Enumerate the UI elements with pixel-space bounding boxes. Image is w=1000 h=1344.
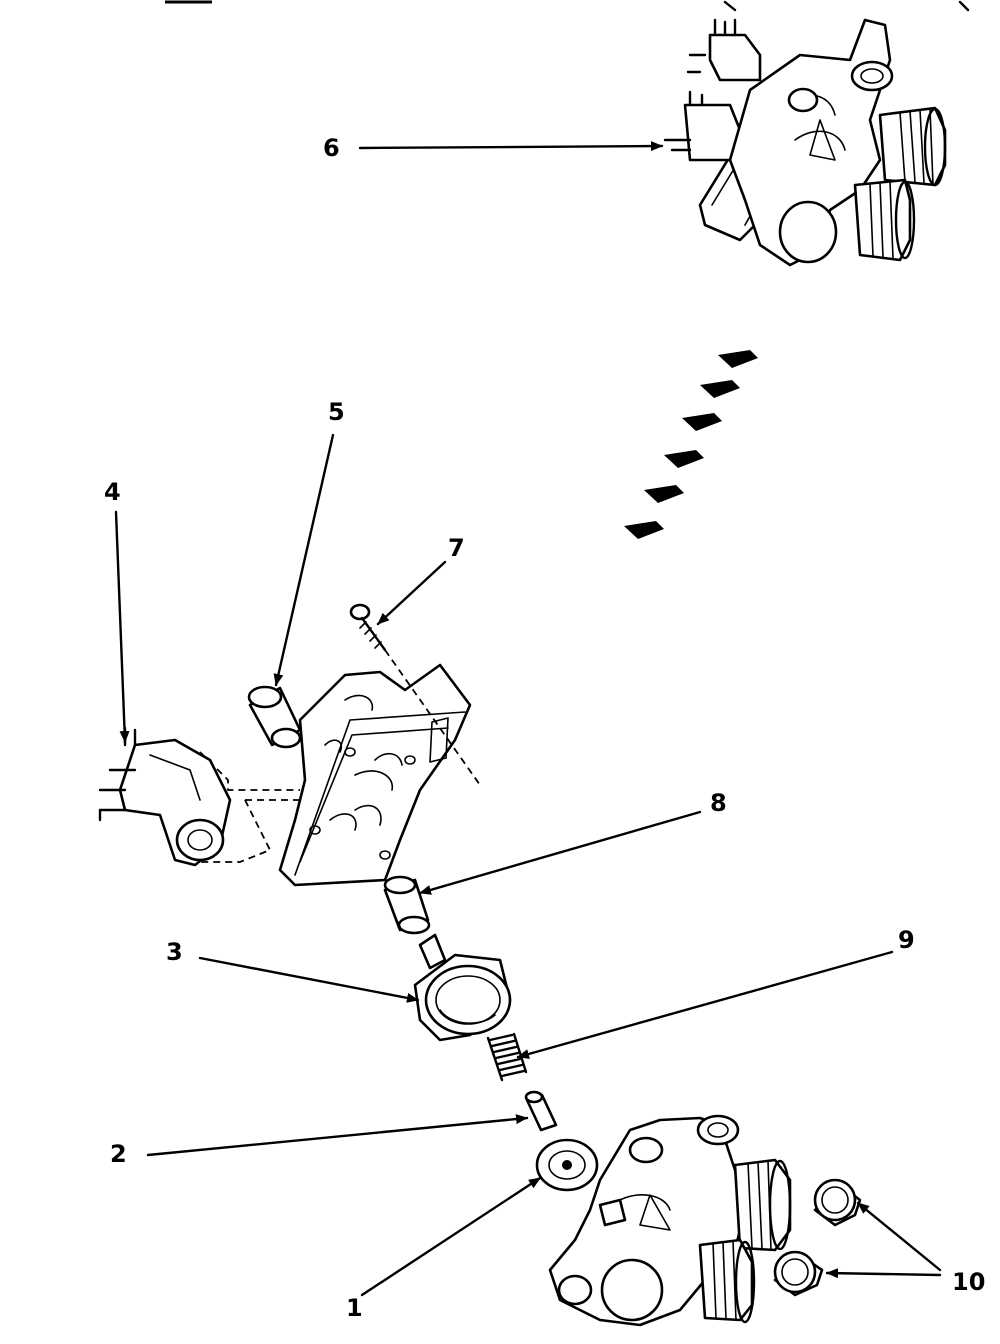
leader-7: [376, 560, 447, 626]
solenoid-coil-part-4: [98, 726, 300, 867]
leader-3: [198, 956, 420, 1003]
leader-8: [418, 810, 702, 895]
callout-2: 2: [110, 1140, 127, 1168]
leader-6: [358, 141, 664, 152]
leader-10a: [856, 1201, 942, 1272]
valve-assembly-part-6: [663, 18, 947, 267]
top-edge-fragments: [165, 0, 970, 12]
callout-4: 4: [104, 478, 121, 506]
callout-1: 1: [346, 1294, 363, 1322]
leader-5: [273, 433, 335, 687]
mounting-bracket: [278, 663, 472, 887]
leader-1: [360, 1176, 542, 1297]
screen-washers-part-10: [773, 1178, 862, 1297]
leader-9: [516, 950, 894, 1059]
direction-indicators: [624, 350, 758, 539]
callout-3: 3: [166, 938, 183, 966]
sleeve-part-5: [247, 685, 302, 749]
callout-9: 9: [898, 926, 915, 954]
leader-2: [146, 1114, 529, 1157]
callout-5: 5: [328, 398, 345, 426]
leader-lines: [114, 141, 942, 1297]
leader-4: [114, 510, 130, 744]
screw-part-7: [349, 603, 481, 786]
callout-7: 7: [448, 534, 465, 562]
callout-8: 8: [710, 789, 727, 817]
retainer-cap-part-3: [413, 933, 512, 1042]
callout-labels: 6 5 4 7 8 3 9 2 1 10: [104, 134, 985, 1322]
callout-6: 6: [323, 134, 340, 162]
diaphragm-part-1: [535, 1138, 599, 1192]
plunger-part-8: [383, 875, 431, 935]
valve-body: [548, 1114, 792, 1327]
pin-part-2: [524, 1090, 558, 1132]
leader-10b: [825, 1268, 942, 1279]
callout-10: 10: [952, 1268, 985, 1296]
spring-part-9: [486, 1032, 528, 1082]
